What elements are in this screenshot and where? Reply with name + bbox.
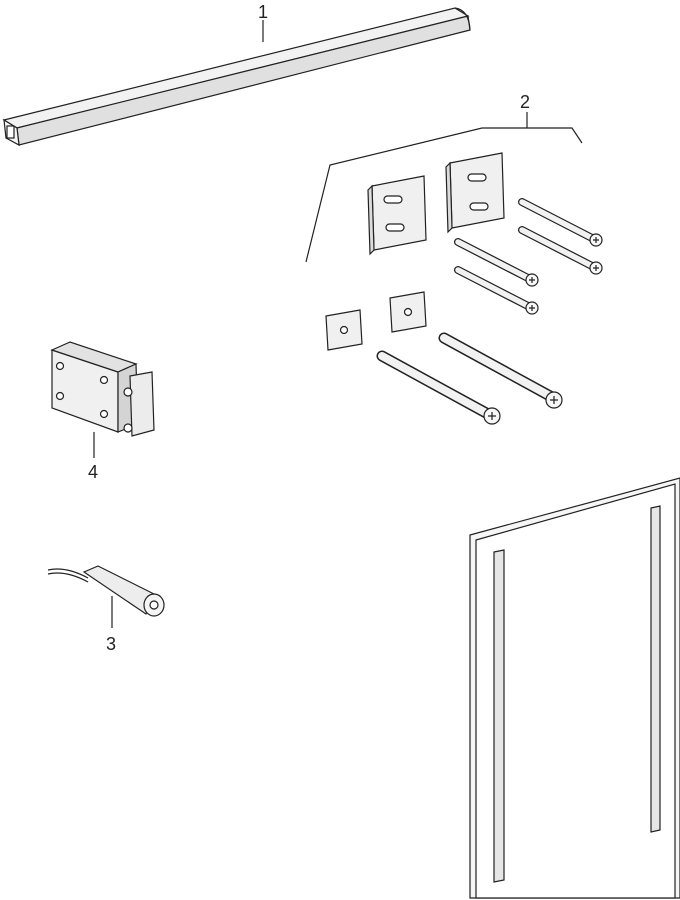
mirror-panel-part [469, 477, 680, 899]
sensor-cable-part [47, 565, 165, 617]
mounting-plate-left [367, 175, 427, 256]
light-bar-part [2, 7, 471, 147]
wall-plugs-large [376, 332, 563, 425]
small-screw-3 [454, 238, 539, 287]
leader-bracket-2 [305, 127, 583, 263]
small-screw-1 [518, 198, 603, 247]
small-screw-4 [454, 266, 539, 315]
callout-2: 2 [520, 92, 530, 112]
large-screw-1 [376, 350, 501, 425]
callout-4: 4 [88, 462, 98, 482]
wall-plugs-small [454, 198, 603, 315]
washer-left [325, 309, 363, 351]
washer-right [389, 291, 427, 333]
large-screw-2 [438, 332, 563, 409]
mounting-plate-right [445, 152, 505, 234]
small-screw-2 [518, 226, 603, 275]
transformer-box-part [50, 341, 155, 437]
callout-3: 3 [106, 634, 116, 654]
callout-1: 1 [258, 2, 268, 22]
